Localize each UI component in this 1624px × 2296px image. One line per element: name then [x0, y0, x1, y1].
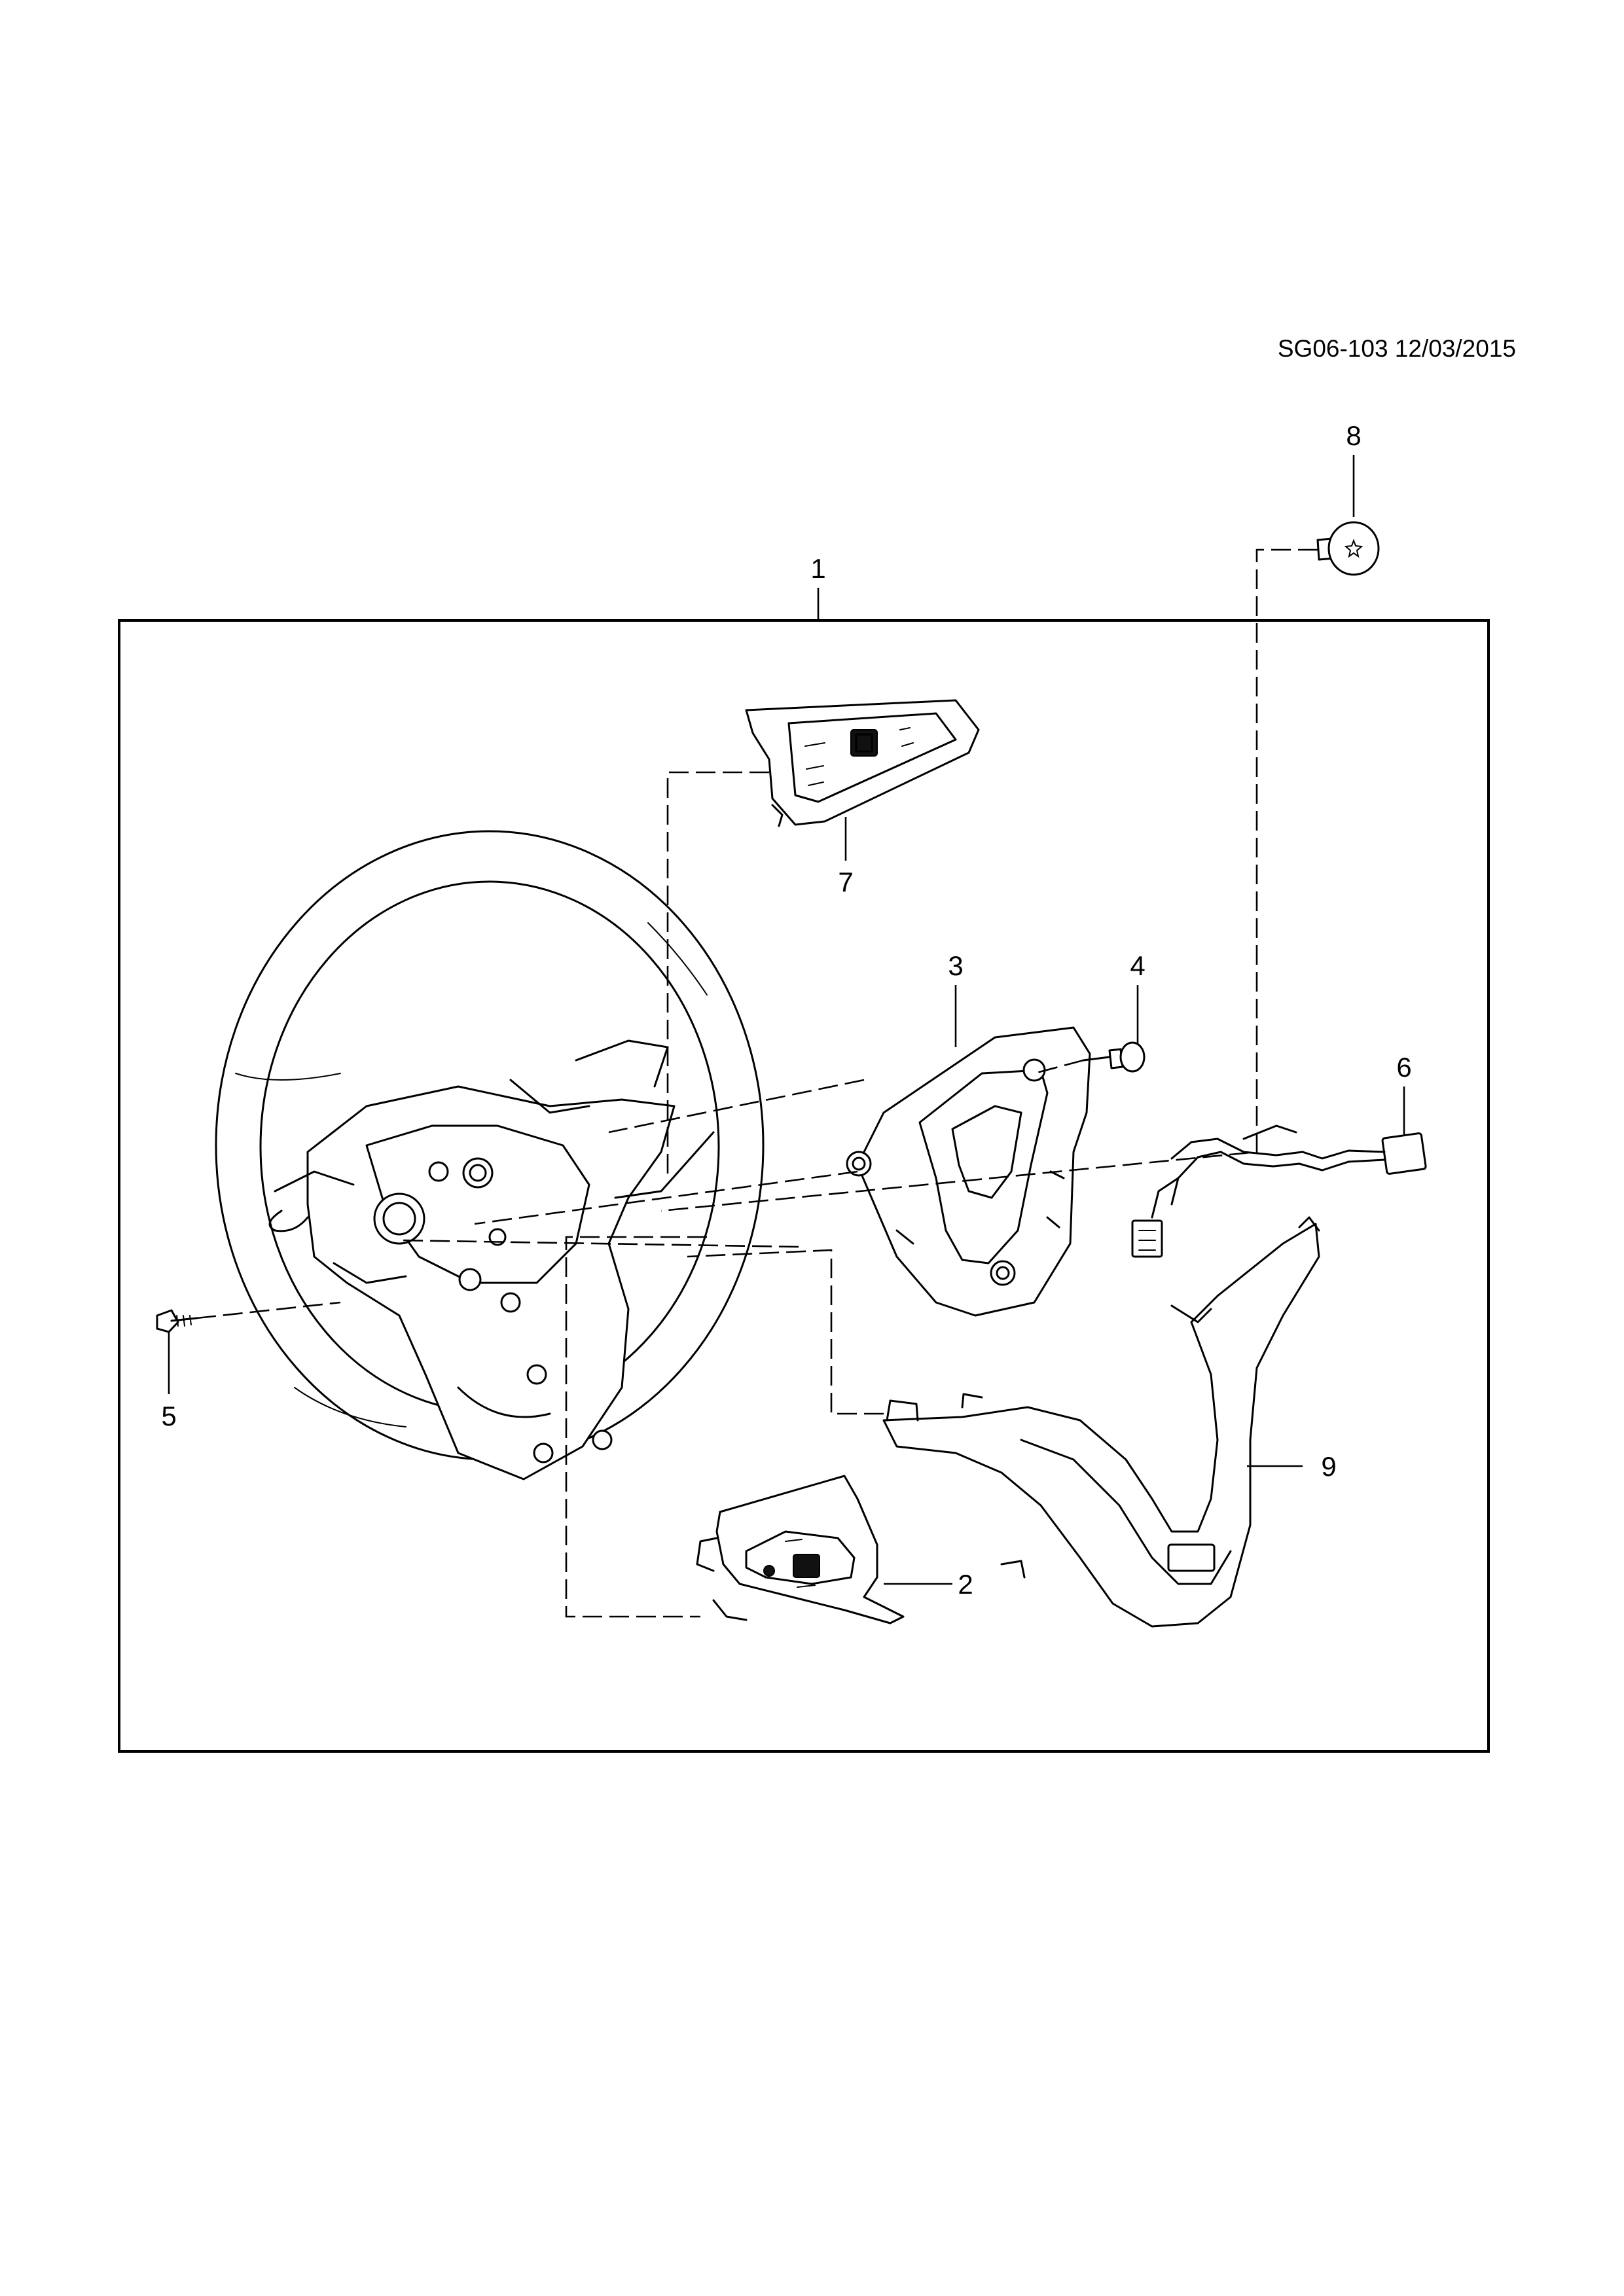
callout-9: 9 [1321, 1451, 1336, 1482]
callout-7: 7 [838, 867, 853, 897]
callout-labels: 1 2 3 4 5 6 7 8 9 [161, 420, 1411, 1600]
right-switch-panel [745, 699, 980, 827]
callout-8: 8 [1346, 420, 1361, 451]
leader-lines [168, 455, 1405, 1585]
steering-wheel [215, 830, 765, 1480]
lower-trim-spoke [882, 1216, 1320, 1628]
wiring-harness [1131, 1124, 1427, 1258]
callout-4: 4 [1130, 950, 1145, 981]
assembly-frame [118, 619, 1490, 1753]
trim-screw [1082, 1041, 1146, 1073]
mounting-bolt [156, 1309, 198, 1333]
callout-2: 2 [958, 1569, 973, 1600]
top-screw [1316, 521, 1380, 576]
assembly-dashed-lines [196, 548, 1318, 1618]
callout-6: 6 [1396, 1052, 1411, 1083]
callout-3: 3 [948, 950, 963, 981]
callout-5: 5 [161, 1401, 176, 1431]
callout-1: 1 [810, 553, 825, 584]
left-switch-panel [696, 1475, 905, 1624]
document-reference: SG06-103 12/03/2015 [1277, 335, 1516, 362]
